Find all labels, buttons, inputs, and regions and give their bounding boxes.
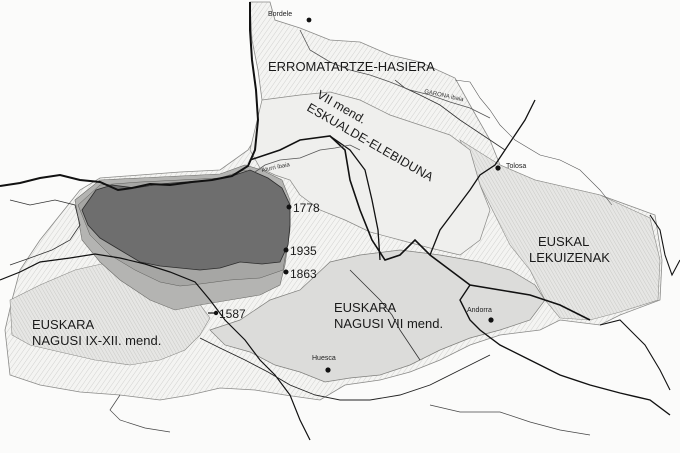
year-marker-1863: 1863 xyxy=(283,267,317,281)
year-label-1935: 1935 xyxy=(290,244,317,258)
border-line-4 xyxy=(459,284,671,416)
border-line-10 xyxy=(349,269,421,361)
core-area xyxy=(81,169,291,271)
border-line-5 xyxy=(599,319,671,391)
coastline xyxy=(0,2,260,192)
aturri-river xyxy=(254,144,361,173)
lekuizenak-area xyxy=(459,139,661,321)
river-label-aturri: Aturri ibaia xyxy=(261,162,291,174)
year-label-1778: 1778 xyxy=(293,201,320,215)
city-label-bordele: Bordele xyxy=(268,11,292,18)
year-marker-1935: 1935 xyxy=(283,244,317,258)
border-line-12 xyxy=(454,79,613,206)
garona-river xyxy=(299,29,491,119)
border-line-2 xyxy=(329,135,381,261)
city-label-huesca: Huesca xyxy=(312,355,336,362)
nagusi-vii-area xyxy=(209,249,546,383)
border-line-6 xyxy=(649,214,680,277)
region-label-nagusi-ix-xii-line2: NAGUSI IX-XII. mend. xyxy=(32,333,161,348)
elebiduna-area xyxy=(249,91,491,256)
border-line-14 xyxy=(429,404,591,436)
city-huesca: Huesca xyxy=(312,355,336,373)
city-tolosa: Tolosa xyxy=(495,163,526,171)
region-label-lekuizenak-line1: EUSKAL xyxy=(538,234,589,249)
region-label-nagusi-vii-line2: NAGUSI VII mend. xyxy=(334,316,443,331)
border-line-1 xyxy=(249,135,591,321)
region-label-nagusi-ix-xii-line1: EUSKARA xyxy=(32,317,94,332)
city-label-tolosa: Tolosa xyxy=(506,163,526,170)
border-line-3 xyxy=(429,99,536,256)
region-label-nagusi-vii-line1: EUSKARA xyxy=(334,300,396,315)
region-label-lekuizenak-line2: LEKUIZENAK xyxy=(529,250,610,265)
border-line-13 xyxy=(109,394,171,433)
region-label-erromatartze: ERROMATARTZE-HASIERA xyxy=(268,59,435,74)
year-marker-1778: 1778 xyxy=(286,201,320,215)
border-line-9 xyxy=(9,199,81,266)
year-label-1863: 1863 xyxy=(290,267,317,281)
border-line-7 xyxy=(0,253,311,441)
city-andorra: Andorra xyxy=(467,307,494,323)
border-line-8 xyxy=(199,337,491,401)
year-marker-1587: 1587 xyxy=(208,307,246,321)
city-bordele: Bordele xyxy=(268,11,312,23)
year-label-1587: 1587 xyxy=(219,307,246,321)
city-label-andorra: Andorra xyxy=(467,307,492,314)
